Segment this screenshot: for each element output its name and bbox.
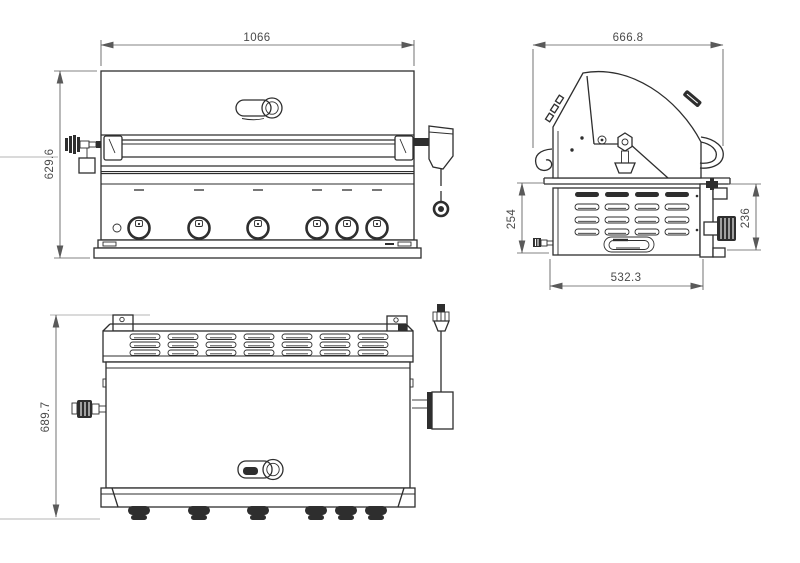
- rear-motor: [412, 391, 454, 430]
- side-gas-fitting: [533, 238, 553, 247]
- motor-plug-connector: [432, 200, 450, 218]
- rear-louvers: [129, 333, 389, 356]
- burner-knob: [246, 216, 270, 240]
- side-view: 666.8: [506, 32, 761, 290]
- dim-label-front-width: 1066: [243, 32, 270, 44]
- front-dim-height: 629.6: [44, 70, 97, 259]
- side-lid-badge: [683, 90, 702, 107]
- side-dim-width: 666.8: [532, 32, 724, 148]
- dim-label-side-body-height: 254: [506, 209, 518, 230]
- side-vents: [574, 192, 690, 236]
- rear-base: [100, 487, 416, 508]
- rear-knob-caps: [128, 506, 387, 520]
- dim-label-side-width: 666.8: [613, 32, 644, 44]
- front-control-panel: [101, 165, 414, 185]
- rotisserie-counterweight: [78, 148, 96, 174]
- side-handle: [699, 136, 724, 169]
- rear-power-plug: [432, 304, 450, 392]
- side-dim-motor-height: 236: [727, 183, 761, 251]
- side-motor: [703, 216, 736, 241]
- side-right-strip: [699, 178, 728, 258]
- rear-dim-height: 689.7: [40, 314, 60, 518]
- rear-panel: [102, 323, 414, 363]
- front-base: [93, 239, 422, 259]
- dim-label-side-base-depth: 532.3: [611, 272, 642, 284]
- burner-knob: [335, 216, 359, 240]
- burner-knob: [187, 216, 211, 240]
- rotisserie-crank: [65, 135, 101, 154]
- front-view: 1066 629.6: [0, 32, 454, 259]
- burner-knob: [305, 216, 329, 240]
- rear-body: [102, 361, 414, 489]
- rear-handle: [237, 458, 284, 481]
- rear-view: 689.7: [0, 304, 454, 520]
- side-hex-knob: [614, 132, 636, 174]
- side-dim-body-height: 254: [506, 182, 549, 254]
- rotisserie-motor-front: [414, 125, 454, 218]
- igniter-button: [112, 223, 122, 233]
- rotisserie-bar: [103, 135, 414, 161]
- dim-label-front-height: 629.6: [44, 149, 56, 180]
- dim-label-side-motor-height: 236: [740, 208, 752, 228]
- rear-gas-valve: [71, 400, 106, 418]
- front-dim-width: 1066: [100, 32, 415, 66]
- burner-knob: [127, 216, 151, 240]
- side-rod-hook: [534, 148, 553, 172]
- dim-label-rear-height: 689.7: [40, 402, 52, 433]
- burner-knob: [365, 216, 389, 240]
- front-lid-handle: [235, 97, 283, 121]
- side-dome-lid: [544, 71, 702, 179]
- front-burner-knobs: [127, 189, 389, 240]
- side-vent-cutout: [603, 236, 655, 253]
- side-dim-base-depth: 532.3: [549, 259, 704, 290]
- front-body-outline: [100, 70, 415, 241]
- side-bench-line: [543, 177, 731, 185]
